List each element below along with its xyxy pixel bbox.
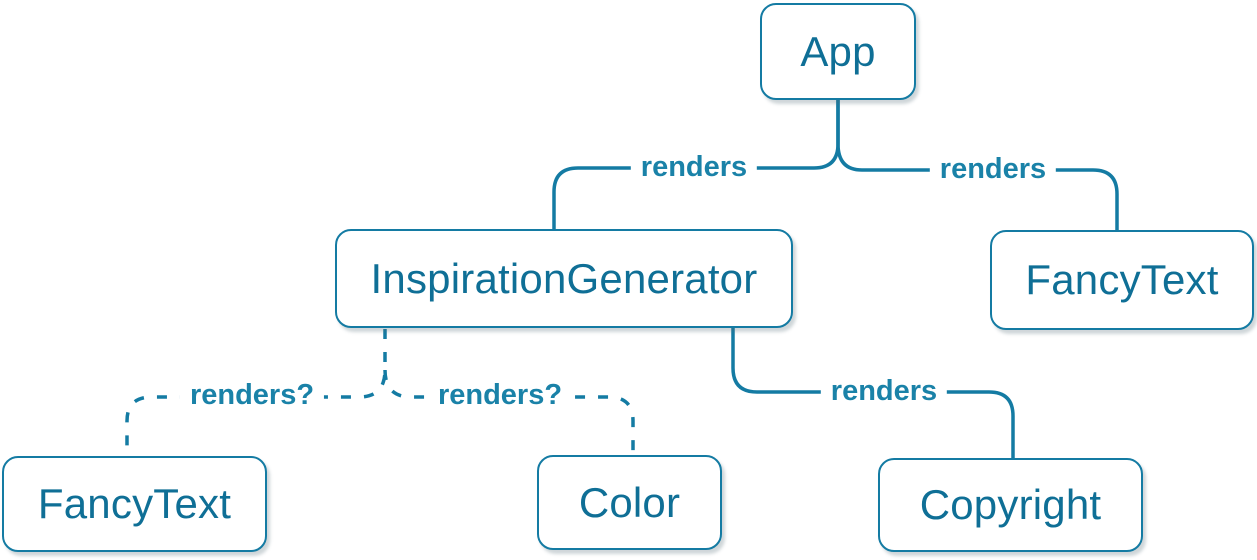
node-fancy-text-top: FancyText [990, 230, 1254, 330]
edge-label-renders-app-fancytext: renders [929, 153, 1057, 186]
edge-label-renders-inspirationgenerator-fancytext: renders? [179, 379, 325, 412]
node-app-label: App [800, 27, 876, 75]
node-app: App [760, 3, 916, 100]
node-fancy-text-top-label: FancyText [1025, 256, 1219, 303]
node-copyright: Copyright [878, 458, 1143, 552]
node-fancy-text-bottom: FancyText [2, 456, 267, 552]
node-inspiration-generator: InspirationGenerator [335, 229, 793, 328]
node-fancy-text-bottom-label: FancyText [37, 480, 232, 527]
node-inspiration-generator-label: InspirationGenerator [370, 254, 758, 302]
edge-label-renders-inspirationgenerator-copyright: renders [820, 375, 948, 408]
edge-label-renders-inspirationgenerator-color: renders? [427, 379, 573, 412]
node-copyright-label: Copyright [919, 481, 1102, 528]
edge-label-renders-app-inspirationgenerator: renders [630, 151, 758, 184]
node-color: Color [537, 455, 722, 550]
node-color-label: Color [578, 478, 681, 526]
